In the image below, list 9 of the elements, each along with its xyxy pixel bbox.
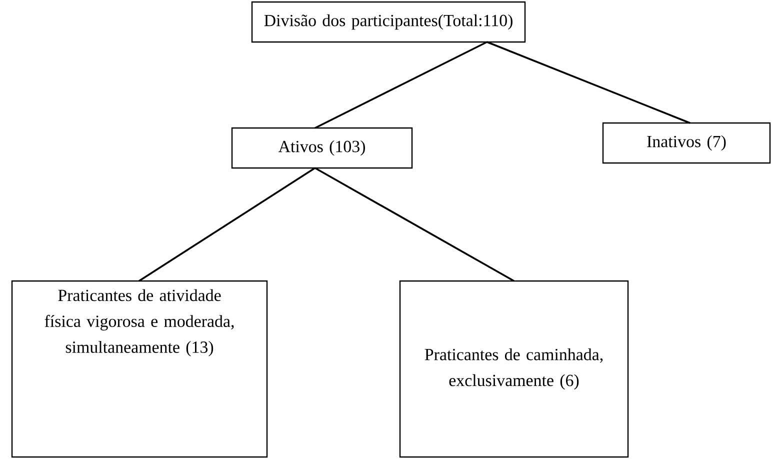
connector-line — [138, 167, 316, 282]
text-box: Ativos (103) — [231, 127, 413, 169]
text-box: Inativos (7) — [602, 122, 771, 164]
connector-line — [314, 167, 514, 282]
connector-line — [486, 41, 690, 124]
text-box: Divisão dos participantes(Total:110) — [251, 1, 526, 43]
text-box: Praticantes de atividade física vigorosa e moderada, simultaneamente (13) — [11, 280, 268, 458]
connector-line — [314, 41, 488, 129]
text-box: Praticantes de caminhada, exclusivamente (6) — [399, 280, 629, 458]
